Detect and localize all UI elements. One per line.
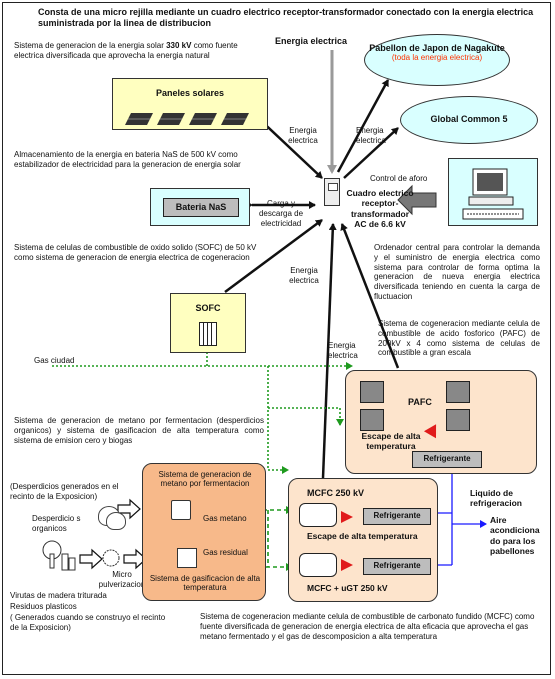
solar-desc-kv: 330 kV bbox=[166, 41, 192, 50]
pafc-refrigerante: Refrigerante bbox=[412, 451, 482, 468]
cuadro-label: Cuadro electrico receptor-transformador … bbox=[346, 188, 414, 230]
pabellon-name: Pabellon de Japon de Nagakute bbox=[369, 43, 505, 53]
pafc-unit-icon bbox=[446, 409, 470, 431]
control-aforo-arrow bbox=[397, 184, 437, 216]
edge-solar-label: Energia electrica bbox=[288, 126, 318, 145]
pafc-unit-icon bbox=[360, 381, 384, 403]
gasif-box-label: Sistema de gasificacion de alta temperat… bbox=[149, 574, 261, 592]
control-description: Ordenador central para controlar la dema… bbox=[374, 243, 540, 301]
mcfc-refrigerante-2: Refrigerante bbox=[363, 558, 431, 575]
mcfc-description: Sistema de cogeneracion mediante celula … bbox=[200, 612, 535, 641]
gas-ciudad-label: Gas ciudad bbox=[34, 356, 75, 365]
pafc-unit-icon bbox=[446, 381, 470, 403]
mcfc-ugt-heat-arrow bbox=[341, 559, 353, 571]
generados-label: ( Generados cuando se construyo el recin… bbox=[10, 613, 166, 632]
gas-residual-label: Gas residual bbox=[203, 548, 248, 557]
computer-node bbox=[448, 158, 538, 226]
mcfc-node: MCFC 250 kV Refrigerante Escape de alta … bbox=[288, 478, 438, 602]
edge-global-label: Energia electrica bbox=[356, 126, 386, 145]
mcfc-label: MCFC 250 kV bbox=[307, 488, 365, 498]
nas-battery-label: Bateria NaS bbox=[163, 198, 239, 217]
pulverizer-icon bbox=[100, 548, 122, 568]
nas-description: Almacenamiento de la energia en bateria … bbox=[14, 150, 241, 169]
solar-desc-text: Sistema de generacion de la energia sola… bbox=[14, 41, 167, 50]
fermenter-icon bbox=[171, 500, 191, 520]
edge-battery-label: Carga y descarga de electricidad bbox=[258, 199, 304, 228]
solar-panels-label: Paneles solares bbox=[155, 88, 225, 98]
mcfc-refrigerante-1: Refrigerante bbox=[363, 508, 431, 525]
pafc-unit-icon bbox=[360, 409, 384, 431]
pafc-description: Sistema de cogeneracion mediante celula … bbox=[378, 319, 540, 358]
control-aforo-label: Control de aforo bbox=[370, 174, 428, 183]
mcfc-heat-arrow bbox=[341, 511, 353, 523]
liquido-refrigeracion-label: Liquido de refrigeracion bbox=[470, 488, 522, 509]
global-common-node: Global Common 5 bbox=[400, 96, 538, 144]
edge-mcfc-label: Energia electrica bbox=[328, 341, 358, 360]
nas-battery-node: Bateria NaS bbox=[150, 188, 250, 226]
pafc-to-cuadro-arrow bbox=[340, 223, 400, 369]
mcfc-to-cuadro-arrow bbox=[321, 223, 337, 479]
edge-sofc-label: Energia electrica bbox=[289, 266, 319, 285]
solar-panels-node: Paneles solares bbox=[112, 78, 268, 130]
micro-pulverizacion-label: Micro pulverizacion bbox=[98, 570, 146, 589]
cuadro-icon bbox=[324, 178, 340, 206]
desperdicios-generados-label: (Desperdicios generados en el recinto de… bbox=[10, 482, 119, 501]
sofc-unit-icon bbox=[199, 322, 217, 346]
gasifier-icon bbox=[177, 548, 197, 568]
computer-icon bbox=[462, 168, 524, 220]
mcfc-ugt-unit-icon bbox=[299, 553, 337, 577]
sofc-description: Sistema de celulas de combustible de oxi… bbox=[14, 243, 257, 262]
pafc-label: PAFC bbox=[408, 397, 432, 407]
desperdicios-organicos-label: Desperdicio s organicos bbox=[32, 514, 81, 533]
solar-description: Sistema de generacion de la energia sola… bbox=[14, 41, 269, 61]
cuadro-to-pabellon-arrow bbox=[336, 79, 390, 173]
metano-box-label: Sistema de generacion de metano por ferm… bbox=[158, 470, 252, 488]
sofc-node: SOFC bbox=[170, 293, 246, 353]
biogas-node: Sistema de generacion de metano por ferm… bbox=[142, 463, 266, 601]
metano-description: Sistema de generacion de metano por ferm… bbox=[14, 416, 264, 445]
pafc-escape-label: Escape de alta temperatura bbox=[361, 431, 421, 451]
aire-acondicionado-label: Aire acondiciona do para los pabellones bbox=[490, 515, 540, 557]
mcfc-unit-icon bbox=[299, 503, 337, 527]
pafc-heat-arrow bbox=[423, 424, 443, 442]
global-common-label: Global Common 5 bbox=[430, 114, 508, 124]
cuadro-to-global-arrow bbox=[343, 127, 399, 179]
pabellon-sub: (toda la energia electrica) bbox=[391, 53, 483, 62]
waste-bag-icon bbox=[106, 512, 126, 530]
mcfc-escape-label: Escape de alta temperatura bbox=[307, 531, 418, 541]
residuos-label: Residuos plasticos bbox=[10, 602, 77, 611]
grid-energy-label: Energia electrica bbox=[275, 36, 348, 46]
solar-panel-icon bbox=[125, 113, 249, 125]
pafc-node: PAFC Escape de alta temperatura Refriger… bbox=[345, 370, 537, 474]
sofc-label: SOFC bbox=[195, 303, 221, 313]
diagram-title: Consta de una micro rejilla mediante un … bbox=[38, 7, 534, 28]
sofc-to-cuadro-arrow bbox=[224, 218, 323, 294]
solar-desc-text-2: como fuente electrica diversificada que … bbox=[14, 41, 238, 60]
gas-metano-label: Gas metano bbox=[203, 514, 247, 523]
pabellon-node: Pabellon de Japon de Nagakute (toda la e… bbox=[364, 34, 510, 86]
wood-chips-icon bbox=[38, 540, 78, 574]
virutas-label: Virutas de madera triturada bbox=[10, 591, 107, 600]
mcfc-ugt-label: MCFC + uGT 250 kV bbox=[307, 583, 388, 593]
